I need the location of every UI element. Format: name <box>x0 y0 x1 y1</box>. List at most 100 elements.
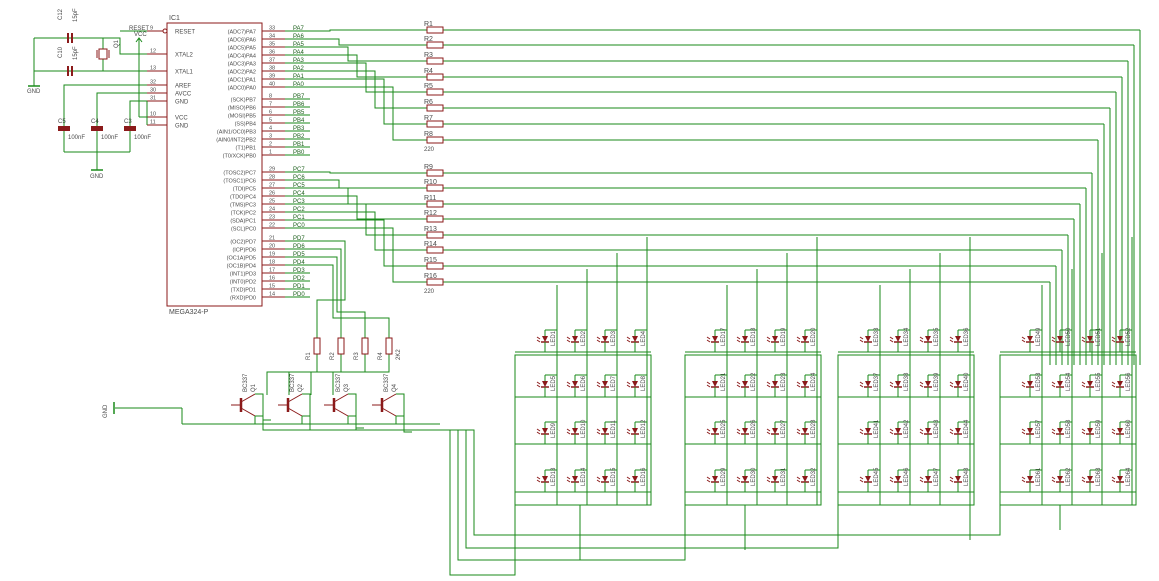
row-wire <box>310 171 427 174</box>
collector-return <box>396 415 1001 536</box>
mcu-pin-function: (INT0)PD2 <box>230 280 256 286</box>
mcu-left-pin-label: GND <box>175 124 189 130</box>
led-label: LED24 <box>811 372 817 391</box>
mcu-left-pin-number: 11 <box>150 120 156 126</box>
transistor-collector <box>381 393 397 403</box>
led-ray <box>1021 339 1026 343</box>
led-ray <box>626 381 631 385</box>
led-ray <box>1081 476 1086 480</box>
led-icon <box>602 428 608 434</box>
led-ray <box>919 381 924 385</box>
row-resistor-name: R12 <box>424 210 437 217</box>
row-resistor-name: R15 <box>424 257 437 264</box>
mcu-pin-function: (ADC7)PA7 <box>228 30 256 36</box>
mcu-pin-function: (ADC3)PA3 <box>228 62 256 68</box>
row-resistor <box>426 136 444 144</box>
led-label: LED21 <box>721 372 727 391</box>
led-ray <box>706 339 711 343</box>
led-icon <box>542 476 548 482</box>
mcu-left-pin-number: 32 <box>150 80 156 86</box>
led-icon <box>925 476 931 482</box>
led-ray <box>596 479 601 483</box>
led-ray <box>1021 384 1026 388</box>
mcu-pin-function: (SDA)PC1 <box>230 219 256 225</box>
mcu-pin-number: 28 <box>269 175 275 181</box>
mcu-pin-function: (ADC5)PA5 <box>228 46 256 52</box>
net-label: PB3 <box>293 126 305 132</box>
led-label: LED53 <box>1036 372 1042 391</box>
led-icon <box>895 476 901 482</box>
led-ray <box>919 476 924 480</box>
led-label: LED1 <box>551 330 557 346</box>
led-label: LED3 <box>611 330 617 346</box>
gnd-wire <box>129 100 147 128</box>
led-ray <box>536 336 541 340</box>
led-ray <box>796 336 801 340</box>
led-ray <box>1111 431 1116 435</box>
led-ray <box>536 384 541 388</box>
led-ray <box>796 479 801 483</box>
capacitor-name: C3 <box>124 119 132 125</box>
net-label: PD5 <box>293 252 305 258</box>
base-drive-wire <box>332 354 390 395</box>
led-icon <box>1087 381 1093 387</box>
mcu-pin-number: 23 <box>269 215 275 221</box>
led-label: LED49 <box>1036 327 1042 346</box>
row-resistor <box>426 41 444 49</box>
led-ray <box>1021 336 1026 340</box>
led-label: LED61 <box>1036 467 1042 486</box>
base-resistor-name: R3 <box>354 352 360 360</box>
led-ray <box>596 336 601 340</box>
mcu-pin-function: (SCK)PB7 <box>231 98 256 104</box>
collector-return <box>302 415 686 561</box>
led-label: LED38 <box>904 372 910 391</box>
led-ray <box>736 428 741 432</box>
mcu-pin-number: 38 <box>269 66 275 72</box>
led-ray <box>596 431 601 435</box>
led-ray <box>706 476 711 480</box>
base-wire <box>310 248 342 338</box>
led-ray <box>566 339 571 343</box>
net-label: PC6 <box>293 175 305 181</box>
net-label: PD7 <box>293 236 305 242</box>
led-icon <box>865 381 871 387</box>
led-ray <box>1111 336 1116 340</box>
led-icon <box>1117 336 1123 342</box>
mcu-pin-number: 21 <box>269 236 275 242</box>
row-resistor <box>426 104 444 112</box>
collector-return <box>255 415 516 576</box>
led-ray <box>919 428 924 432</box>
mcu-pin-number: 26 <box>269 191 275 197</box>
base-resistor <box>385 337 393 355</box>
row-resistor <box>426 169 444 177</box>
vcc-arrow <box>135 37 143 43</box>
mcu-pin-function: (TCK)PC2 <box>231 211 256 217</box>
row-resistor-name: R1 <box>424 21 433 28</box>
led-label: LED10 <box>581 419 587 438</box>
row-resistor-name: R5 <box>424 83 433 90</box>
led-icon <box>1027 428 1033 434</box>
row-resistor-name: R6 <box>424 99 433 106</box>
label-layer: IC1MEGA324-PRESET9XTAL212XTAL113AREF32AV… <box>27 8 1132 486</box>
led-icon <box>955 476 961 482</box>
net-label: PC3 <box>293 199 305 205</box>
led-ray <box>1081 479 1086 483</box>
net-label: PB7 <box>293 94 305 100</box>
led-icon <box>772 381 778 387</box>
led-label: LED56 <box>1126 372 1132 391</box>
led-icon <box>1057 336 1063 342</box>
led-ray <box>949 381 954 385</box>
led-ray <box>859 381 864 385</box>
led-label: LED58 <box>1066 419 1072 438</box>
row-wire <box>310 70 427 109</box>
led-ray <box>626 476 631 480</box>
net-label: PC0 <box>293 223 305 229</box>
row-wire <box>310 195 427 220</box>
led-ray <box>566 476 571 480</box>
led-ray <box>796 339 801 343</box>
gnd-label: GND <box>90 174 104 180</box>
led-label: LED18 <box>751 327 757 346</box>
mcu-pin-function: (ADC0)PA0 <box>228 86 256 92</box>
